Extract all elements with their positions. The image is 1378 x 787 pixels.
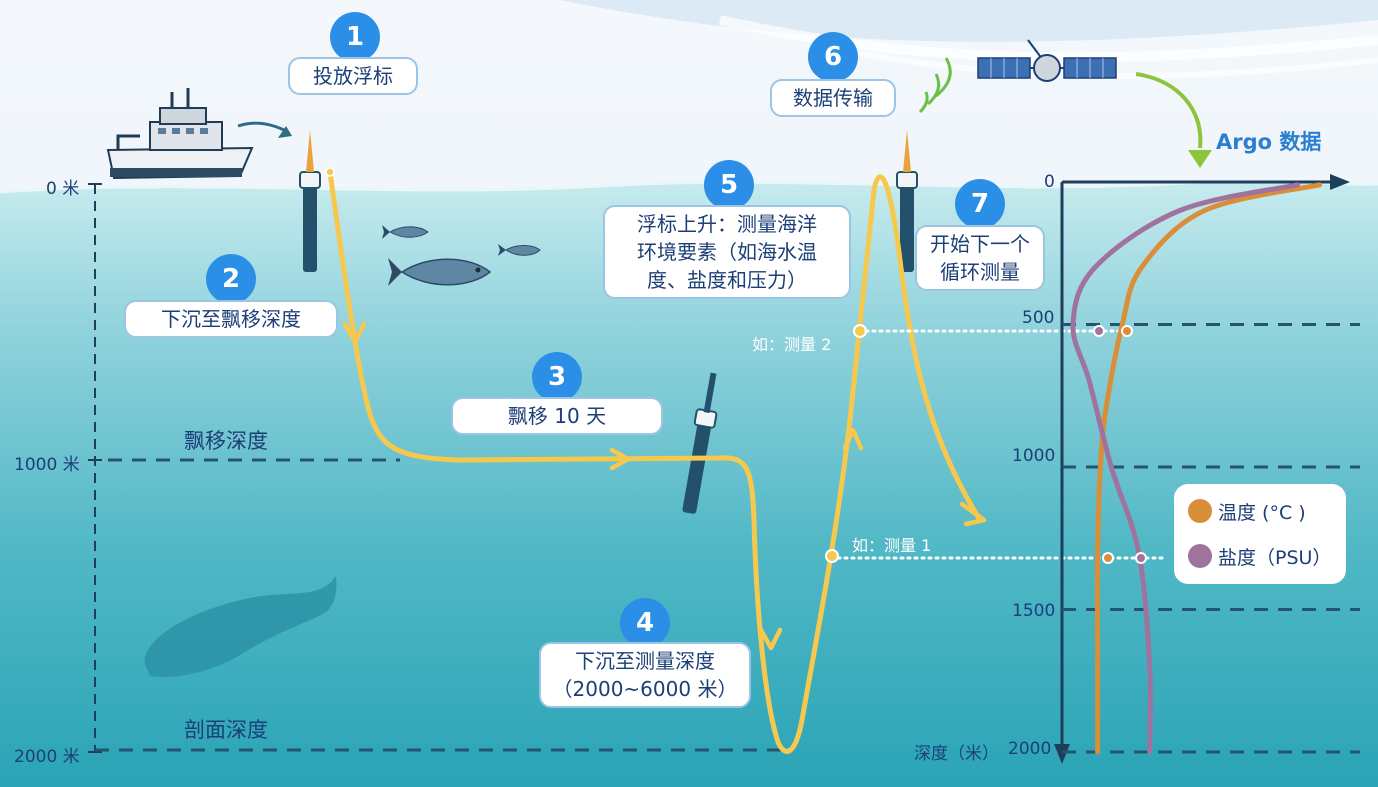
- step-6-badge: 6: [808, 32, 858, 82]
- step-3-badge: 3: [532, 352, 582, 402]
- step-7-label: 开始下一个 循环测量: [915, 225, 1045, 291]
- data-down-arrow: [1135, 72, 1203, 149]
- measurement-1-label: 如：测量 1: [852, 536, 932, 555]
- argo-chart-series: [1070, 182, 1323, 755]
- argo-tick-2000: 2000: [1008, 739, 1052, 759]
- argo-tick-500: 500: [1022, 308, 1055, 328]
- argo-tick-1000: 1000: [1012, 446, 1056, 466]
- step-5-badge: 5: [704, 160, 754, 210]
- depth-tick-1000: 1000 米: [14, 455, 80, 475]
- radio-signal-icon: [918, 57, 952, 114]
- legend-salinity-label: 盐度（PSU）: [1218, 546, 1332, 569]
- measurement-1-point: [825, 549, 839, 563]
- path-arrow-down-1: [342, 321, 367, 345]
- depth-tick-0: 0 米: [46, 179, 80, 199]
- profile-depth-label: 剖面深度: [184, 718, 268, 742]
- measurement-2-label: 如：测量 2: [752, 335, 832, 354]
- step-4-badge: 4: [620, 598, 670, 648]
- argo-tick-0: 0: [1044, 172, 1055, 192]
- step-5-label-line-3: 度、盐度和压力）: [647, 268, 807, 292]
- salinity-curve: [1070, 182, 1301, 755]
- legend-temperature-label: 温度 (°C ): [1218, 501, 1306, 524]
- step-5-label: 浮标上升：测量海洋 环境要素（如海水温 度、盐度和压力）: [603, 205, 851, 299]
- step-7-badge: 7: [955, 179, 1005, 229]
- step-1-label: 投放浮标: [288, 57, 418, 95]
- path-start-dot: [325, 167, 335, 177]
- step-5-label-line-2: 环境要素（如海水温: [637, 240, 817, 264]
- temperature-curve: [1094, 182, 1323, 755]
- legend-item-temperature: 温度 (°C ): [1188, 496, 1306, 526]
- temperature-measurement-1-dot: [1102, 552, 1114, 564]
- drift-depth-label: 飘移深度: [184, 429, 268, 453]
- legend: 温度 (°C ) 盐度（PSU）: [1174, 484, 1346, 584]
- step-3-label: 飘移 10 天: [451, 397, 663, 435]
- satellite-icon: [977, 39, 1117, 82]
- tuna-fish-small-icon-1: [382, 225, 429, 239]
- argo-data-title: Argo 数据: [1216, 130, 1322, 154]
- whale-icon: [144, 576, 337, 677]
- measurement-2-point: [853, 324, 867, 338]
- deploy-arrow-head: [278, 126, 292, 138]
- step-5-label-line-1: 浮标上升：测量海洋: [637, 212, 817, 236]
- legend-temperature-swatch: [1188, 499, 1212, 523]
- ship-icon: [106, 88, 254, 180]
- legend-salinity-swatch: [1188, 544, 1212, 568]
- salinity-measurement-2-dot: [1093, 325, 1105, 337]
- float-at-deploy-icon: [299, 130, 321, 272]
- argo-tick-1500: 1500: [1012, 601, 1056, 621]
- tuna-fish-small-icon-2: [498, 244, 541, 256]
- legend-item-salinity: 盐度（PSU）: [1188, 541, 1331, 571]
- step-4-label-line-1: 下沉至测量深度: [575, 649, 715, 673]
- step-4-label-line-2: （2000~6000 米）: [552, 677, 738, 701]
- sky-swoosh: [560, 0, 1378, 42]
- path-arrow-descend: [959, 501, 987, 527]
- path-arrow-right: [609, 447, 631, 471]
- depth-tick-2000: 2000 米: [14, 747, 80, 767]
- sky-streak-1: [718, 15, 1378, 63]
- argo-axis-label: 深度（米）: [914, 744, 999, 764]
- temperature-measurement-2-dot: [1121, 325, 1133, 337]
- step-2-label: 下沉至飘移深度: [124, 300, 338, 338]
- step-6-label: 数据传输: [770, 79, 896, 117]
- data-down-arrow-head: [1188, 150, 1212, 168]
- float-path: [327, 169, 983, 754]
- path-arrow-down-2: [758, 627, 783, 651]
- step-2-badge: 2: [206, 254, 256, 304]
- float-drifting-icon: [682, 372, 718, 514]
- left-depth-axis: [88, 183, 102, 753]
- tuna-fish-large-icon: [388, 258, 492, 286]
- step-1-badge: 1: [330, 12, 380, 62]
- argo-chart-gridlines: [1062, 323, 1360, 754]
- path-arrow-up: [842, 427, 864, 451]
- step-7-label-line-2: 循环测量: [940, 260, 1020, 284]
- step-4-label: 下沉至测量深度 （2000~6000 米）: [539, 642, 751, 708]
- float-surfaced-icon: [896, 130, 918, 272]
- step-7-label-line-1: 开始下一个: [930, 232, 1030, 256]
- salinity-measurement-1-dot: [1135, 552, 1147, 564]
